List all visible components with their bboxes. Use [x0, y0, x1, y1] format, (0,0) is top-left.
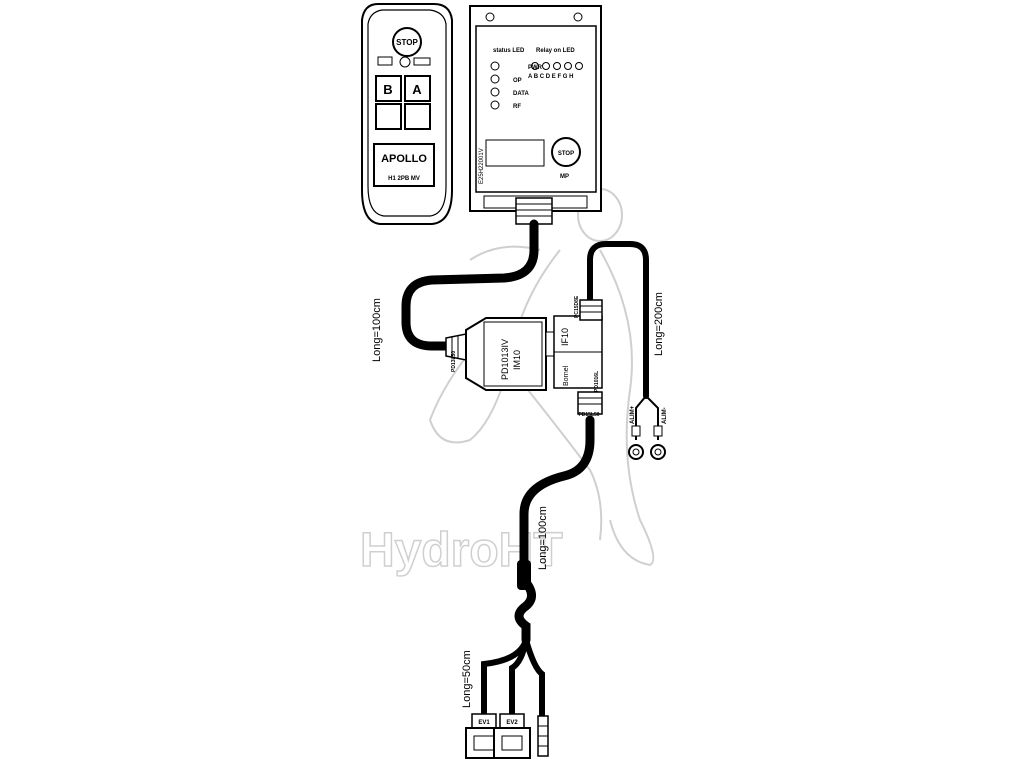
receiver-stop-label: STOP [558, 151, 574, 157]
cable-receiver-to-interface [401, 219, 539, 351]
connector-bottom-code: PD15L50 [578, 412, 599, 418]
led-op: OP [513, 78, 522, 84]
length-label-lower-100: Long=100cm [537, 506, 549, 570]
led-data: DATA [513, 91, 529, 97]
interface-bornel: Bornel [563, 365, 570, 386]
receiver-stop-button[interactable] [551, 137, 581, 167]
remote-button-b[interactable] [375, 75, 402, 102]
interface-box-sub: IM10 [512, 350, 522, 370]
remote-model: H1 2PB MV [388, 176, 420, 182]
remote-button-4[interactable] [404, 103, 431, 130]
cable-sleeve [517, 560, 531, 590]
relay-letters: A B C D E F G H [528, 74, 573, 80]
connector-top-code: PC15D8E [574, 295, 580, 318]
cable-power [587, 241, 649, 399]
remote-control: STOP B A APOLLO H1 2PB MV [361, 3, 453, 225]
cable-interface-to-outputs [519, 415, 595, 585]
ev1-label: EV1 [478, 720, 490, 726]
led-rf: RF [513, 104, 521, 110]
remote-button-3[interactable] [375, 103, 402, 130]
receiver-mp: MP [560, 174, 569, 180]
power-terminals: ALIM+ ALIM- [628, 395, 668, 460]
length-label-upper-100: Long=100cm [371, 298, 383, 362]
remote-button-a-label: A [412, 82, 422, 97]
status-led-title: status LED [493, 48, 525, 54]
alim-negative-label: ALIM- [662, 407, 668, 424]
alim-positive-label: ALIM+ [630, 405, 636, 424]
remote-brand: APOLLO [381, 153, 427, 165]
receiver-unit: status LED Relay on LED PWR OP DATA RF A… [469, 5, 602, 225]
length-label-200: Long=200cm [653, 292, 665, 356]
interface-box: PD13L50 PD1013IV IM10 IF10 Bornel PC15D8… [445, 295, 603, 418]
interface-if10: IF10 [560, 328, 570, 346]
relay-led-title: Relay on LED [536, 48, 575, 54]
watermark-text: HydroHT [360, 524, 563, 577]
ev2-plug [493, 727, 531, 759]
output-connectors: EV1 EV2 [465, 713, 549, 759]
terminal-code: PD1016L [594, 371, 600, 392]
ev2-label: EV2 [506, 720, 518, 726]
remote-button-b-label: B [383, 82, 392, 97]
remote-stop-label: STOP [396, 38, 418, 47]
remote-button-a[interactable] [404, 75, 431, 102]
interface-box-code: PD1013IV [500, 339, 510, 380]
connector-left-code: PD13L50 [451, 351, 457, 372]
receiver-code: E25H22001V [479, 148, 485, 184]
led-pwr: PWR [528, 65, 543, 71]
length-label-50: Long=50cm [461, 650, 473, 708]
cables [401, 219, 649, 721]
